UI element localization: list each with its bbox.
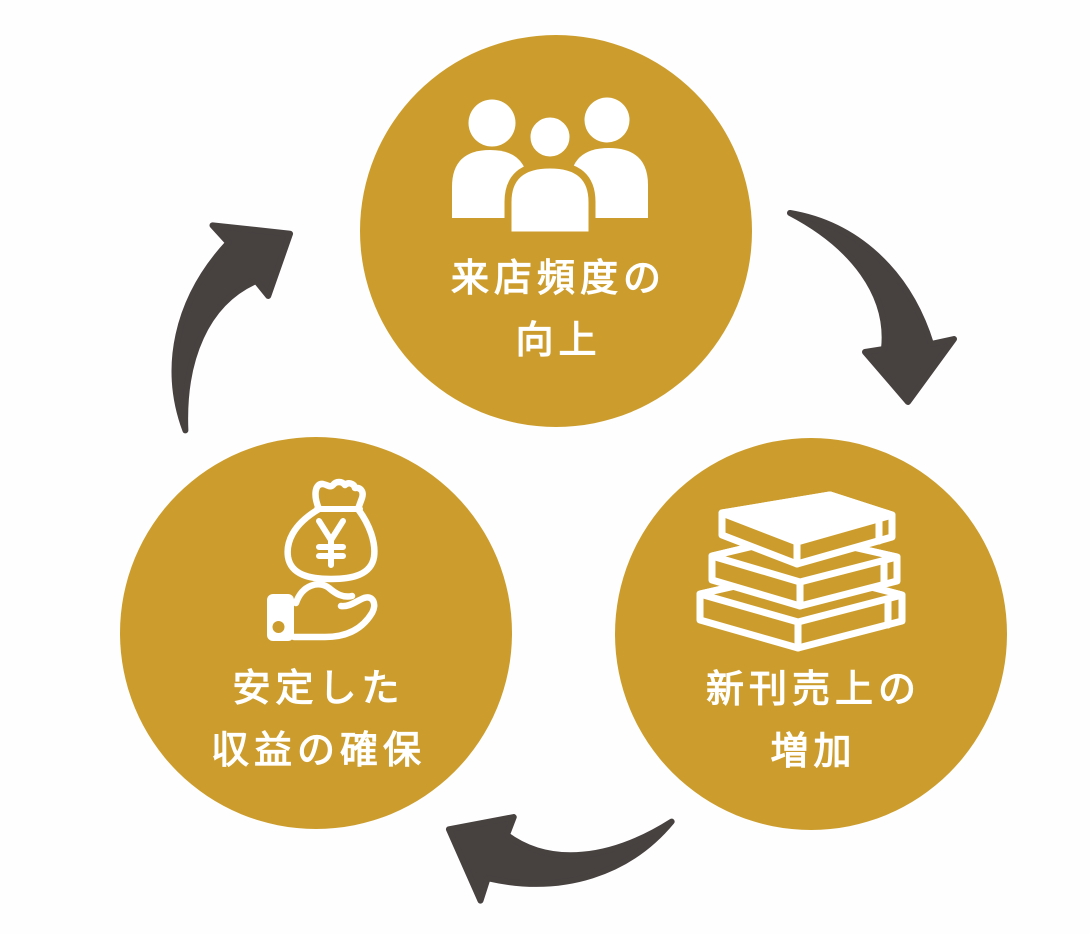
node-new-title-sales: 新刊売上の 増加: [615, 438, 1007, 830]
node-stable-profit: 安定した 収益の確保: [120, 437, 512, 829]
book-stack-icon: [696, 491, 906, 652]
node-label-new-title-sales: 新刊売上の 増加: [615, 658, 1007, 782]
node-label-line: 収益の確保: [210, 728, 426, 772]
node-label-line: 来店頻度の: [450, 256, 666, 300]
node-label-stable-profit: 安定した 収益の確保: [120, 657, 512, 781]
node-label-store-visits: 来店頻度の 向上: [360, 247, 752, 371]
node-label-line: 新刊売上の: [705, 667, 921, 711]
money-bag-hand-icon: [267, 478, 378, 641]
node-store-visits: 来店頻度の 向上: [360, 35, 752, 427]
node-label-line: 増加: [770, 729, 857, 773]
node-label-line: 安定した: [232, 666, 405, 710]
arrow-left-to-top-icon: [103, 194, 349, 431]
arrow-top-to-right-icon: [790, 213, 954, 402]
node-label-line: 向上: [515, 318, 602, 362]
people-group-icon: [452, 97, 648, 239]
